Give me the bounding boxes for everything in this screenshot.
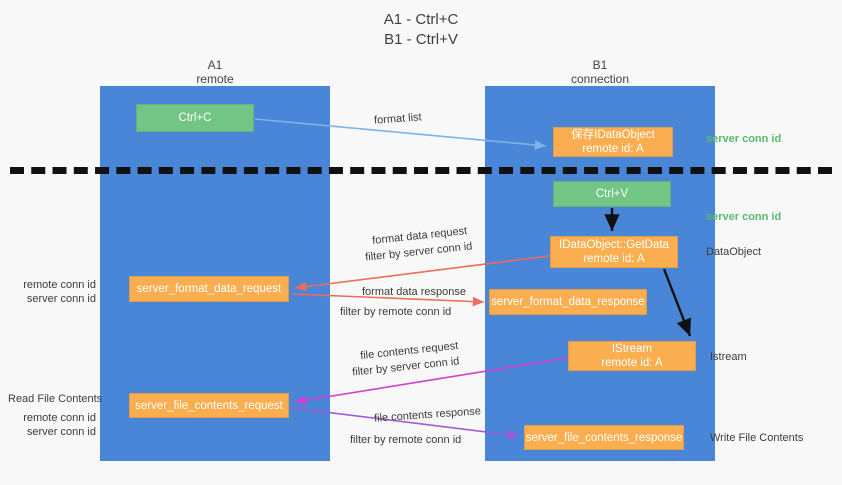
edge-label-format-list: format list (373, 111, 423, 127)
filter-key-remote-conn-id: remote conn id (388, 434, 462, 446)
annotation-write-file-contents: Write File Contents (710, 432, 804, 444)
node-idataobject-getdata-sub: remote id: A (583, 253, 645, 265)
node-istream[interactable]: IStream remote id: A (568, 341, 696, 371)
annotation-read-file-contents: Read File Contents (8, 393, 103, 405)
annotation-server-conn-id-b: server conn id (26, 426, 96, 438)
node-server-format-data-request-label: server_format_data_request (136, 283, 282, 295)
edge-label-format-data-response: format data response (362, 286, 466, 298)
node-istream-label: IStream (611, 343, 653, 355)
node-ctrl-v[interactable]: Ctrl+V (553, 181, 671, 207)
filter-prefix: filter by (351, 362, 392, 379)
node-server-file-contents-request-label: server_file_contents_request (135, 399, 283, 412)
node-server-file-contents-response[interactable]: server_file_contents_response (524, 425, 684, 450)
annotation-istream: Istream (710, 351, 747, 363)
node-save-idataobject[interactable]: 保存IDataObject remote id: A (553, 127, 673, 157)
column-header-b1-sub: connection (570, 72, 630, 86)
node-istream-sub: remote id: A (601, 357, 663, 369)
title-line-2: B1 - Ctrl+V (384, 31, 458, 48)
node-server-file-contents-response-label: server_file_contents_response (525, 431, 683, 444)
column-header-b1-name: B1 (592, 58, 608, 72)
annotation-server-conn-id-top: server conn id (706, 133, 782, 145)
node-server-format-data-response-label: server_format_data_response (491, 296, 645, 308)
filter-prefix: filter by (350, 434, 389, 446)
phase-divider (10, 167, 832, 174)
node-ctrl-c[interactable]: Ctrl+C (136, 104, 254, 132)
node-idataobject-getdata-label: IDataObject::GetData (559, 239, 669, 251)
annotation-server-conn-id-mid: server conn id (706, 211, 782, 223)
annotation-remote-conn-id-b: remote conn id (23, 412, 96, 424)
column-header-a1-sub: remote (196, 72, 234, 86)
node-save-idataobject-sub: remote id: A (582, 143, 644, 155)
edge-label-file-contents-response: file contents response (373, 405, 482, 425)
title-line-1: A1 - Ctrl+C (383, 11, 459, 28)
annotation-remote-conn-id-a: remote conn id (23, 279, 96, 291)
column-header-b1: B1 connection (485, 58, 715, 86)
node-idataobject-getdata[interactable]: IDataObject::GetData remote id: A (550, 236, 678, 268)
annotation-server-conn-id-a: server conn id (26, 293, 96, 305)
filter-prefix: filter by (340, 306, 379, 318)
filter-prefix: filter by (364, 247, 405, 264)
edge-label-format-data-response-filter: filter by remote conn id (340, 305, 451, 319)
node-ctrl-c-label: Ctrl+C (178, 112, 212, 124)
annotation-conn-id-pair-bottom: remote conn id server conn id (8, 411, 96, 439)
edge-label-file-contents-response-filter: filter by remote conn id (350, 433, 461, 447)
node-save-idataobject-label: 保存IDataObject (571, 129, 655, 141)
annotation-dataobject: DataObject (706, 246, 762, 258)
page-title: A1 - Ctrl+C B1 - Ctrl+V (0, 10, 842, 50)
node-ctrl-v-label: Ctrl+V (595, 188, 629, 200)
node-server-format-data-response[interactable]: server_format_data_response (489, 289, 647, 315)
filter-key-remote-conn-id: remote conn id (378, 306, 452, 318)
column-header-a1: A1 remote (100, 58, 330, 86)
node-server-format-data-request[interactable]: server_format_data_request (129, 276, 289, 302)
column-header-a1-name: A1 (207, 58, 223, 72)
node-server-file-contents-request[interactable]: server_file_contents_request (129, 393, 289, 418)
annotation-conn-id-pair-top: remote conn id server conn id (8, 278, 96, 306)
